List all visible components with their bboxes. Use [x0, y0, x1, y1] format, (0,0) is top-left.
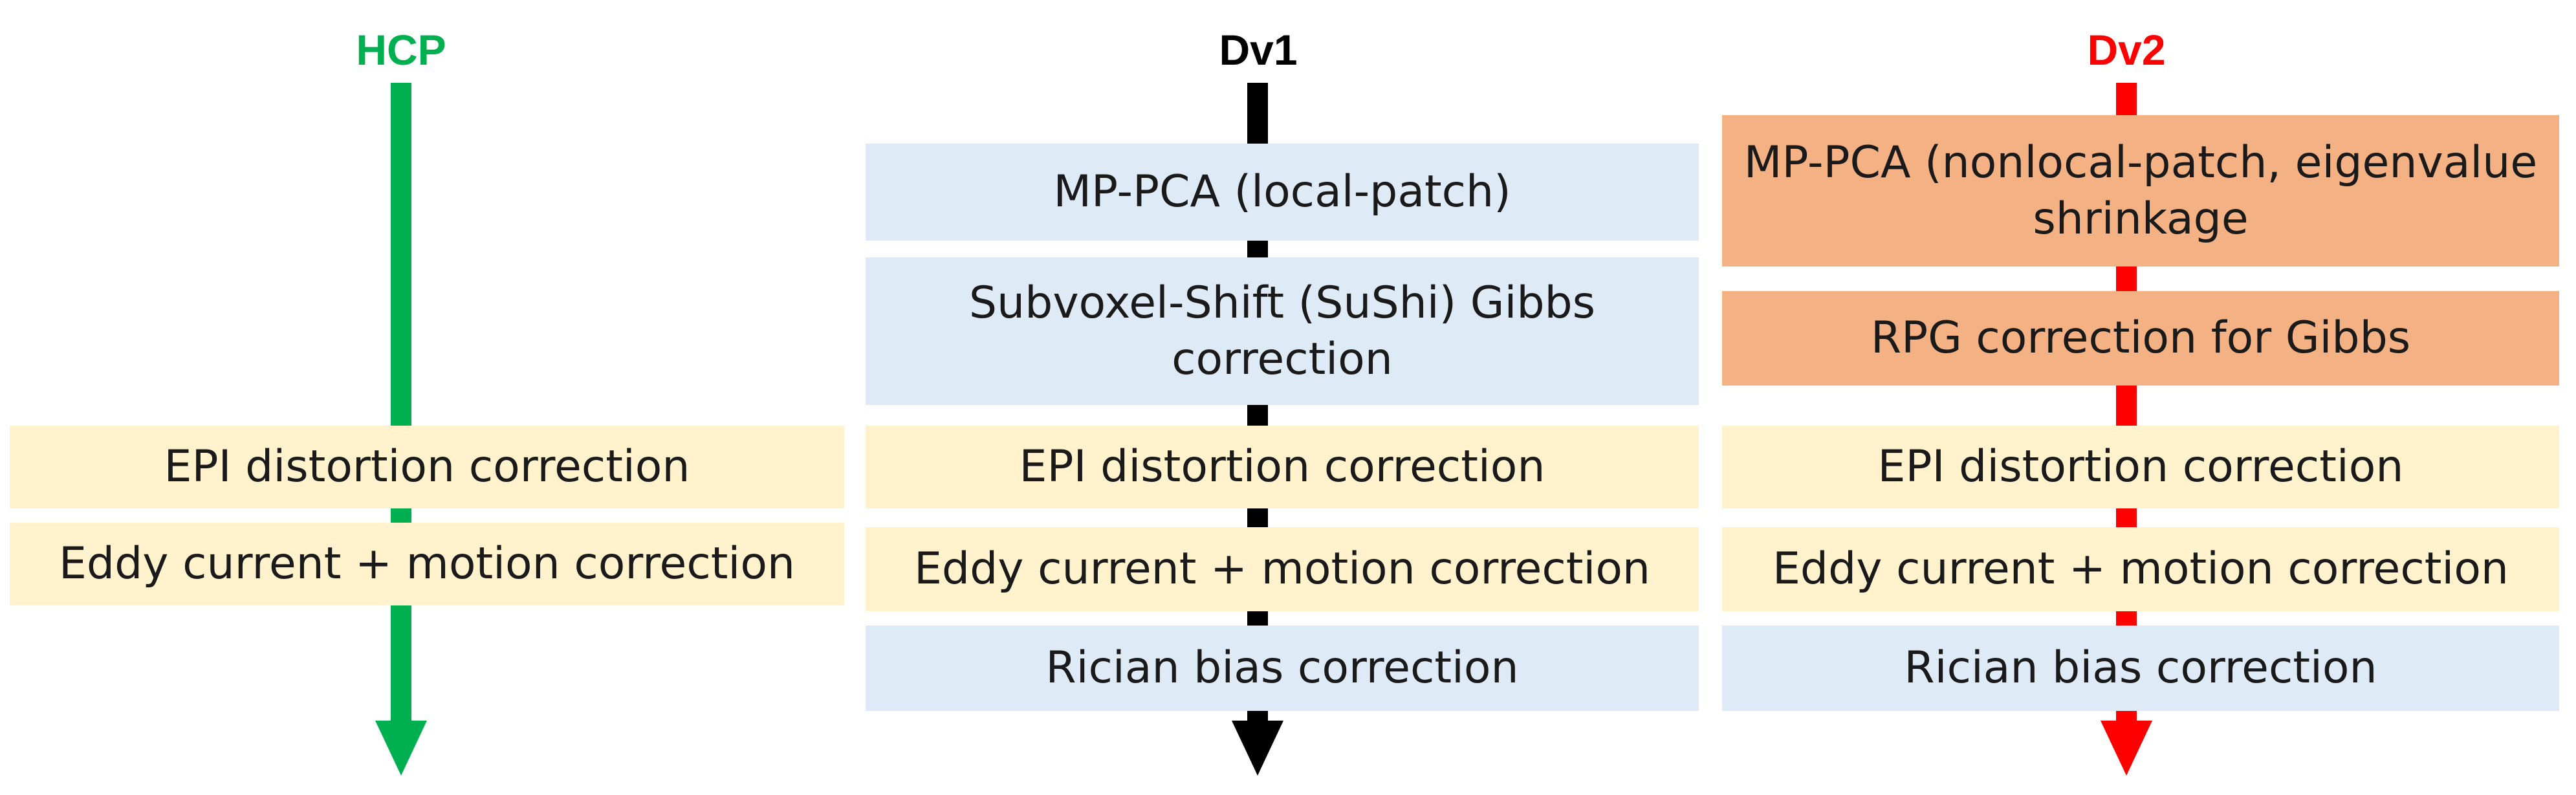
hcp-arrow-head	[375, 721, 427, 776]
dv1-step-rician: Rician bias correction	[866, 626, 1699, 711]
dv1-step-epi: EPI distortion correction	[866, 426, 1699, 508]
pipeline-hcp: HCP EPI distortion correction Eddy curre…	[0, 0, 847, 795]
dv2-step-mppca: MP-PCA (nonlocal-patch, eigenvalue shrin…	[1722, 115, 2559, 267]
dv1-arrow-head	[1232, 721, 1283, 776]
dv2-arrow-head	[2101, 721, 2152, 776]
dv2-step-eddy: Eddy current + motion correction	[1722, 527, 2559, 611]
hcp-title: HCP	[356, 26, 446, 74]
dv1-step-eddy: Eddy current + motion correction	[866, 527, 1699, 611]
hcp-step-epi: EPI distortion correction	[10, 426, 844, 508]
hcp-step-eddy: Eddy current + motion correction	[10, 523, 844, 605]
dv2-step-epi: EPI distortion correction	[1722, 426, 2559, 508]
dv1-step-sushi: Subvoxel-Shift (SuShi) Gibbs correction	[866, 257, 1699, 405]
dv2-step-rician: Rician bias correction	[1722, 626, 2559, 711]
dv1-title: Dv1	[1219, 26, 1298, 74]
hcp-arrow-shaft	[391, 83, 411, 723]
pipeline-dv1: Dv1 MP-PCA (local-patch) Subvoxel-Shift …	[866, 26, 1699, 776]
dv2-title: Dv2	[2087, 26, 2166, 74]
dv2-step-rpg: RPG correction for Gibbs	[1722, 291, 2559, 386]
dv1-step-mppca: MP-PCA (local-patch)	[866, 144, 1699, 241]
